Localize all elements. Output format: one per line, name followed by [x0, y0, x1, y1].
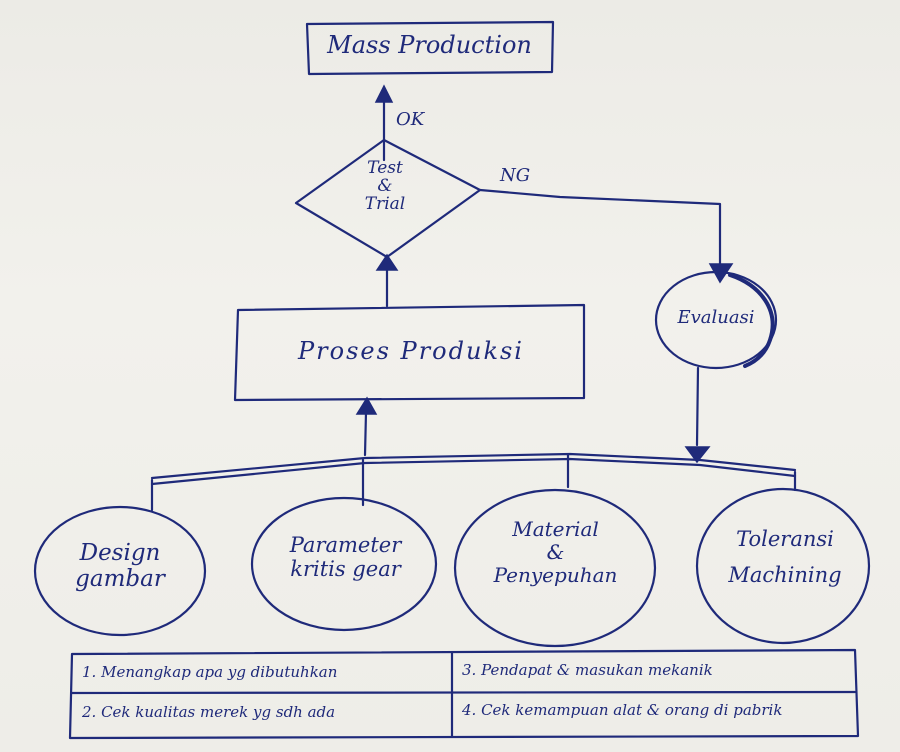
note-2: 2. Cek kualitas merek yg sdh ada	[82, 703, 336, 721]
note-3: 3. Pendapat & masukan mekanik	[462, 661, 713, 679]
bus-line	[150, 452, 797, 480]
circle-parameter	[250, 496, 438, 632]
evaluation-circle-shading	[728, 273, 775, 368]
arrow-bus-to-process	[363, 410, 368, 457]
toleransi-label: Toleransi Machining	[728, 527, 842, 587]
evaluation-label: Evaluasi	[677, 307, 755, 328]
notes-table	[68, 648, 860, 740]
parameter-label: Parameter kritis gear	[289, 533, 402, 582]
arrowhead-evaluation-down	[684, 446, 711, 464]
circle-material	[453, 488, 657, 648]
process-box	[233, 303, 586, 402]
arrowhead-ok	[374, 84, 394, 103]
note-4: 4. Cek kemampuan alat & orang di pabrik	[462, 701, 783, 719]
mass-production-label: Mass Production	[327, 31, 532, 59]
notes-table-mid	[70, 690, 857, 695]
bus-line-double	[150, 457, 797, 486]
note-1: 1. Menangkap apa yg dibutuhkan	[82, 663, 338, 681]
line-ng	[478, 188, 722, 277]
ng-label: NG	[500, 165, 531, 186]
mass-production-box	[305, 20, 555, 76]
line-evaluation-down	[695, 366, 700, 447]
design-label: Design gambar	[75, 540, 165, 593]
process-label: Proses Produksi	[298, 337, 524, 365]
arrowhead-process-to-test	[375, 253, 399, 271]
circle-design	[33, 505, 207, 637]
arrowhead-bus-to-process	[355, 396, 378, 415]
circle-toleransi	[695, 487, 871, 645]
material-label: Material & Penyepuhan	[493, 517, 618, 587]
evaluation-circle	[654, 270, 778, 370]
ok-label: OK	[396, 109, 425, 130]
test-trial-label: Test & Trial	[364, 158, 406, 214]
